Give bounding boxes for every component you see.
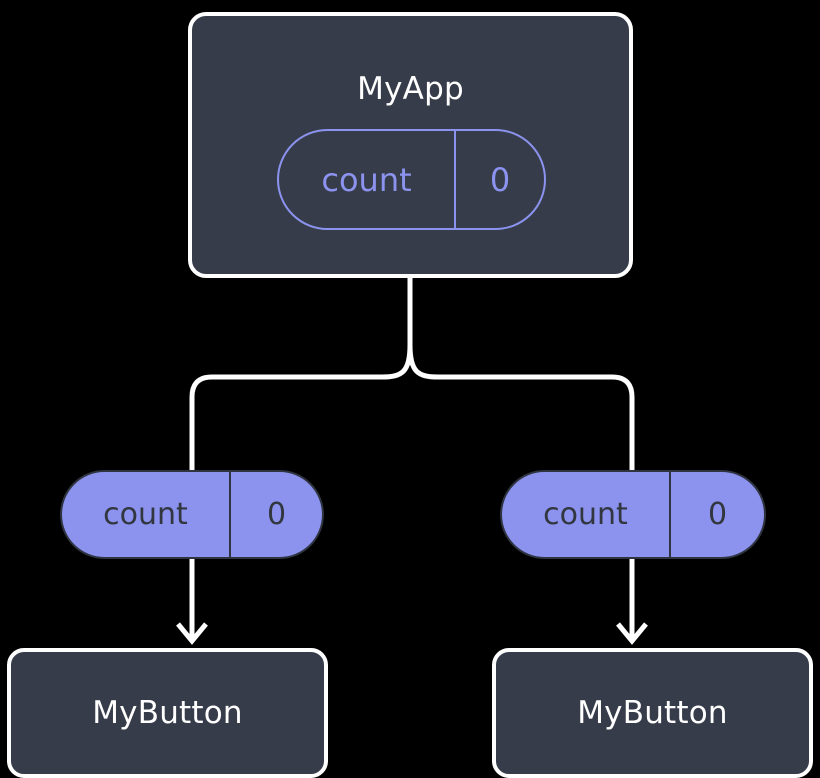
arrowhead-left (176, 622, 208, 645)
prop-pill-right-value: 0 (707, 496, 728, 532)
node-myapp-label: MyApp (357, 71, 464, 107)
prop-pill-left-key: count (62, 472, 231, 557)
node-mybutton-left[interactable]: MyButton (7, 648, 328, 778)
node-mybutton-right-label: MyButton (577, 694, 728, 731)
node-mybutton-right[interactable]: MyButton (492, 648, 813, 778)
prop-pill-left[interactable]: count 0 (60, 470, 324, 559)
prop-pill-left-value: 0 (266, 496, 287, 532)
state-pill-myapp[interactable]: count 0 (277, 129, 546, 230)
node-mybutton-left-label: MyButton (92, 694, 243, 731)
prop-pill-right[interactable]: count 0 (500, 470, 766, 559)
state-pill-myapp-value: 0 (489, 160, 511, 199)
state-pill-myapp-key: count (279, 131, 456, 228)
prop-pill-right-key: count (502, 472, 671, 557)
edge-fork-to-left-pill (189, 344, 413, 470)
arrowhead-right (616, 622, 648, 645)
edge-fork-to-right-pill (407, 344, 635, 470)
